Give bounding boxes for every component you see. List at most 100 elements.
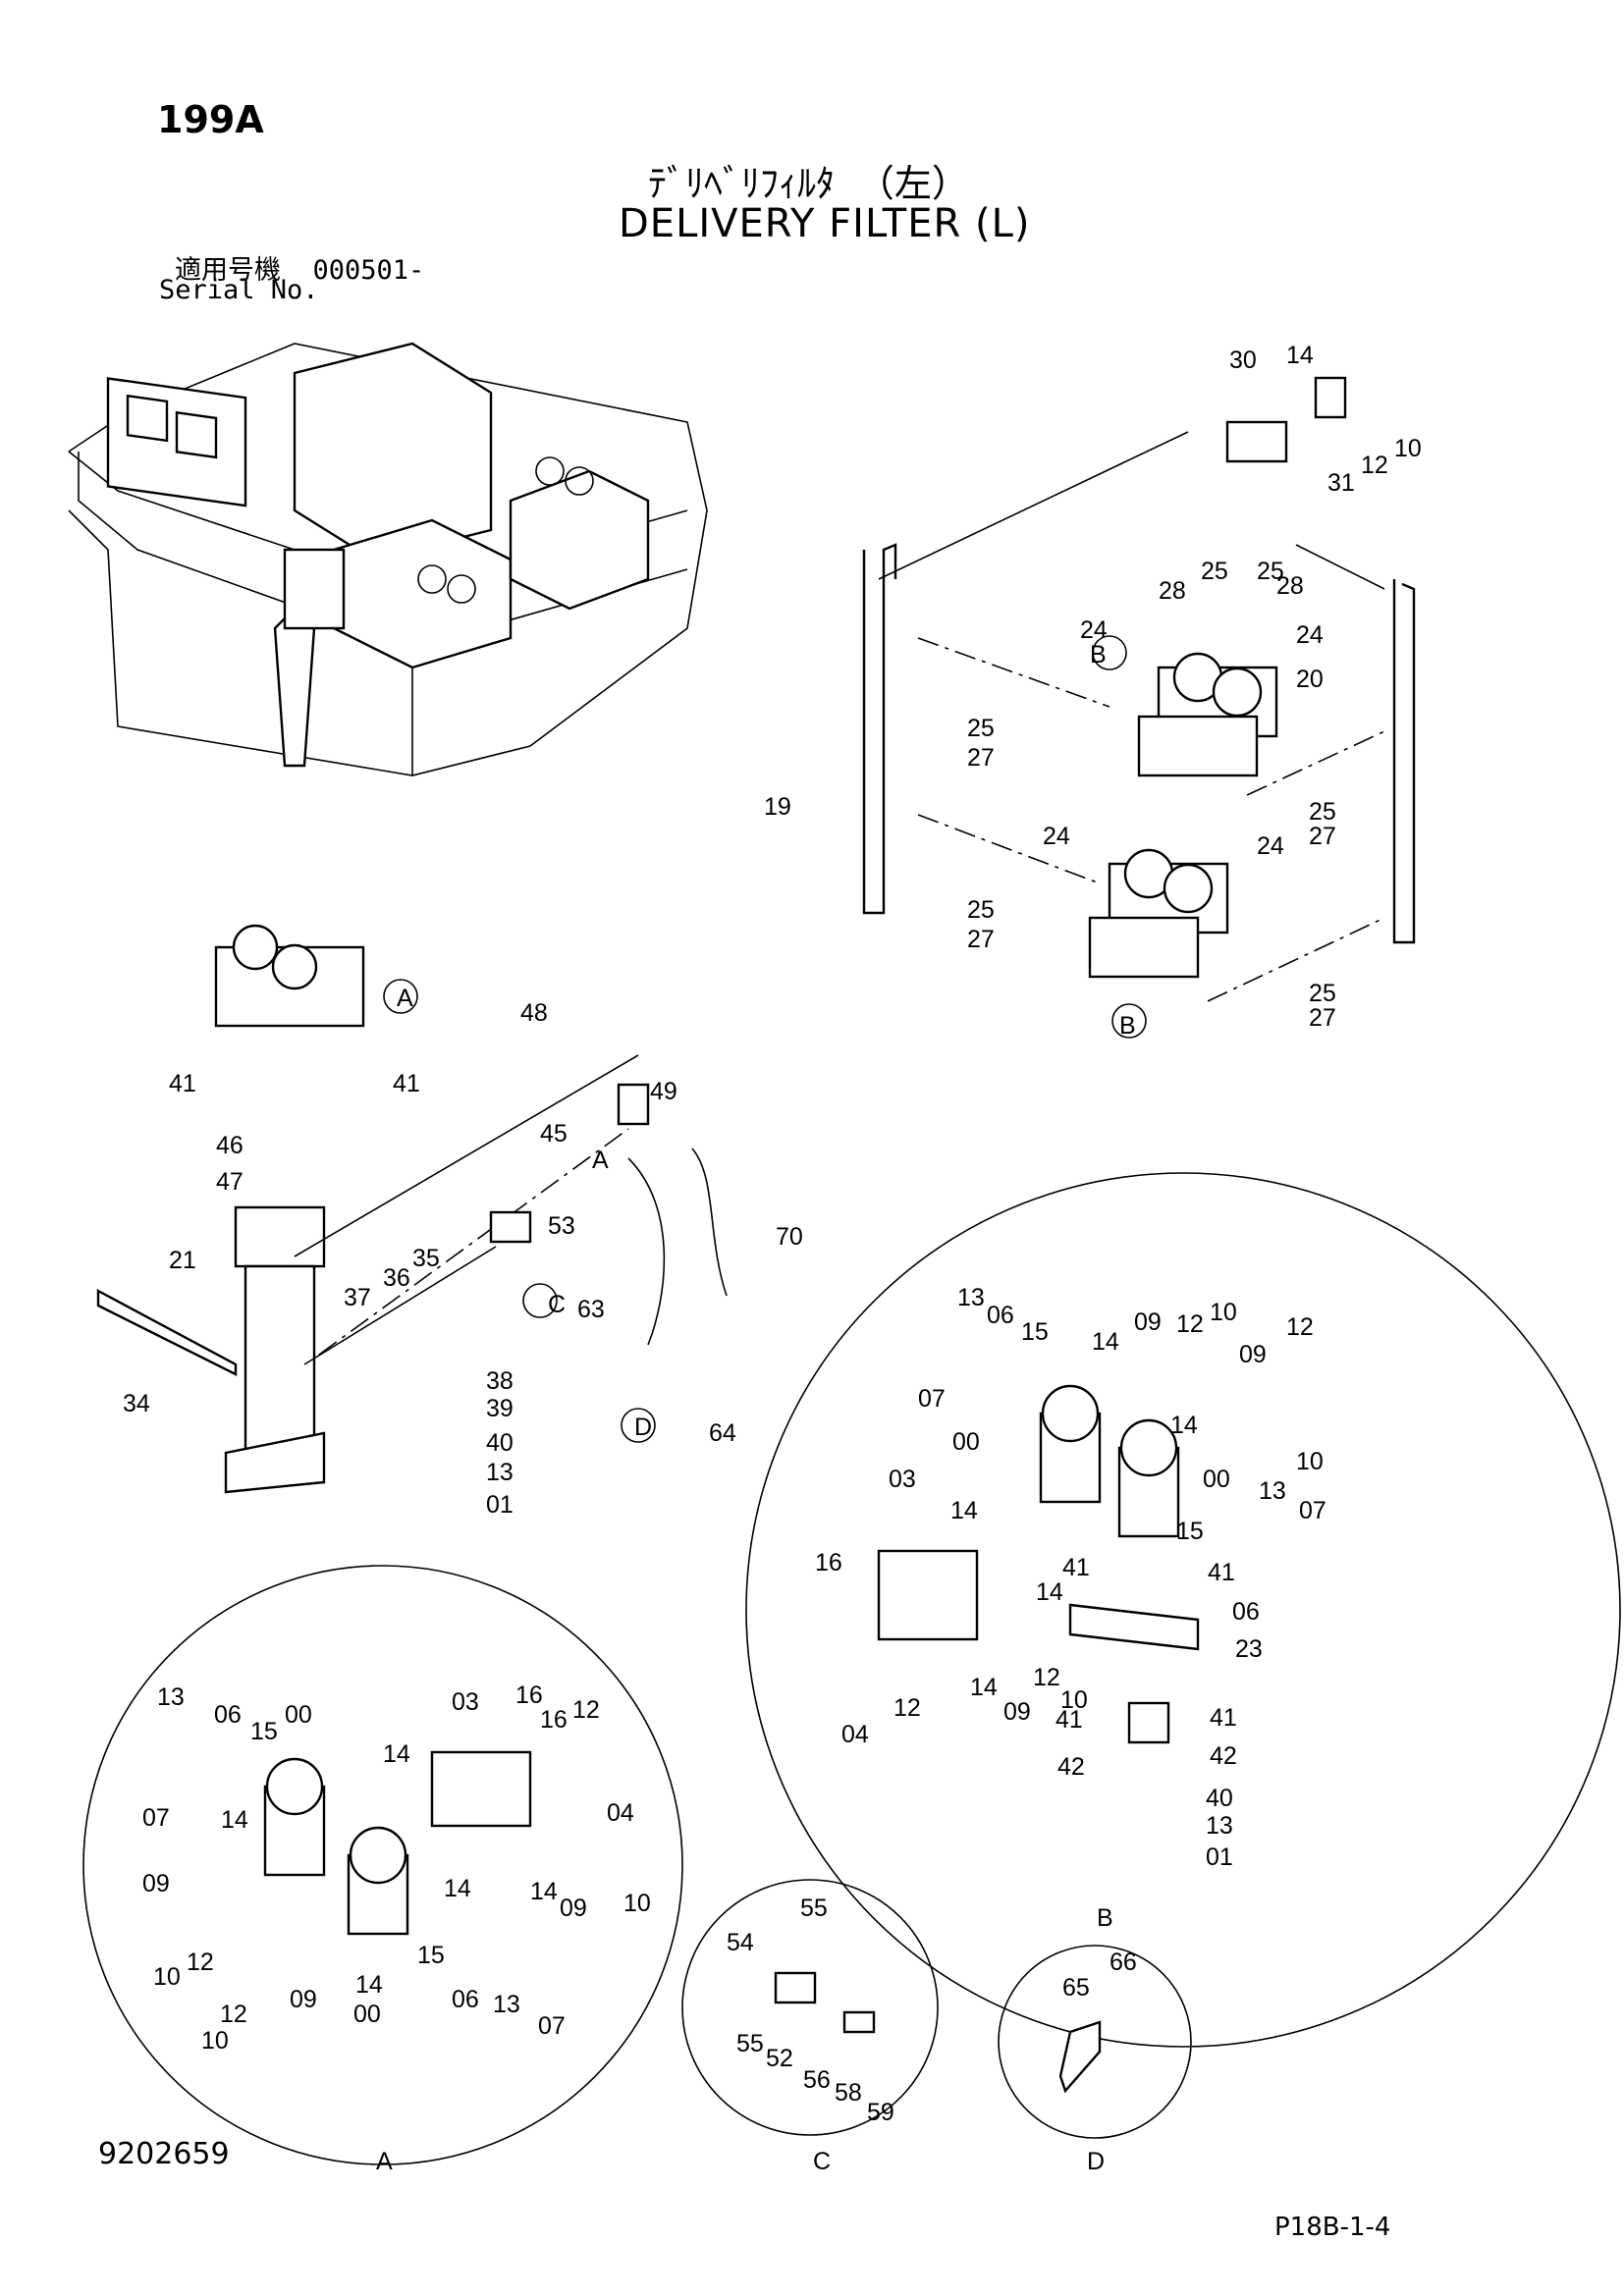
callout-detail-b-33: 42 [1057, 1753, 1085, 1781]
callout-detail-b-35: 40 [1206, 1785, 1233, 1812]
callout-detail-a-1: 06 [214, 1701, 242, 1729]
callout-detail-b-32: 41 [1210, 1704, 1237, 1732]
callout-top-right-18: 24 [1257, 832, 1284, 860]
callout-detail-a-15: 09 [560, 1895, 587, 1922]
callout-middle-left-10: 38 [486, 1367, 514, 1395]
callout-top-right-0: 30 [1229, 347, 1257, 374]
callout-detail-b-11: 14 [1170, 1412, 1198, 1439]
callout-detail-b-7: 10 [1210, 1299, 1237, 1326]
callout-detail-b-2: 15 [1021, 1318, 1049, 1346]
callout-detail-b-8: 09 [1239, 1341, 1267, 1368]
callout-middle-left-19: 53 [548, 1212, 575, 1240]
detail-a-circle [82, 1565, 683, 2165]
callout-top-right-6: 25 [1201, 558, 1228, 585]
callout-detail-c-0: 55 [800, 1895, 828, 1922]
callout-middle-left-13: 13 [486, 1459, 514, 1486]
detail-label-a: A [376, 2148, 393, 2175]
page-number: 199A [157, 98, 264, 141]
callout-detail-a-8: 07 [142, 1804, 170, 1832]
callout-detail-b-13: 00 [1203, 1466, 1230, 1493]
callout-detail-a-6: 16 [540, 1706, 568, 1734]
serial-label-jp: 適用号機 000501- [175, 248, 424, 287]
callout-detail-b-21: 41 [1208, 1559, 1235, 1586]
detail-b-drawing [877, 1384, 1200, 1744]
callout-detail-a-4: 03 [452, 1688, 479, 1716]
callout-middle-left-2: 41 [393, 1070, 420, 1097]
callout-top-right-1: 14 [1286, 342, 1314, 369]
callout-detail-a-24: 14 [355, 1971, 383, 1999]
callout-middle-left-23: D [634, 1414, 652, 1441]
callout-detail-c-2: 55 [736, 2030, 764, 2057]
title-japanese: ﾃﾞﾘﾍﾞﾘﾌｨﾙﾀ （左） [648, 162, 969, 205]
callout-detail-b-6: 12 [1176, 1310, 1204, 1338]
callout-detail-b-34: 42 [1210, 1742, 1237, 1770]
detail-d-drawing [1058, 2020, 1102, 2094]
callout-detail-a-16: 10 [623, 1890, 651, 1917]
callout-detail-b-27: 10 [1060, 1686, 1088, 1714]
callout-detail-b-16: 03 [889, 1466, 916, 1493]
detail-a-drawing [263, 1750, 532, 1936]
callout-detail-b-31: 41 [1056, 1706, 1083, 1734]
callout-middle-left-3: 46 [216, 1132, 244, 1159]
page-reference: P18B-1-4 [1274, 2213, 1391, 2242]
callout-detail-a-17: 10 [153, 1963, 181, 1991]
callout-middle-left-22: C [548, 1291, 566, 1318]
detail-c-drawing [774, 1971, 876, 2034]
callout-detail-a-27: 10 [201, 2027, 229, 2055]
detail-d-circle [998, 1945, 1192, 2139]
callout-top-right-4: 10 [1394, 435, 1422, 462]
callout-detail-a-12: 09 [142, 1870, 170, 1897]
callout-detail-b-36: 13 [1206, 1812, 1233, 1840]
callout-detail-b-25: 14 [970, 1674, 998, 1701]
callout-detail-b-5: 09 [1134, 1308, 1162, 1336]
callout-top-right-13: 25 [967, 715, 995, 742]
callout-middle-left-0: A [397, 985, 413, 1012]
callout-detail-a-0: 13 [157, 1683, 185, 1711]
callout-detail-a-26: 07 [538, 2012, 566, 2040]
callout-detail-a-5: 16 [515, 1682, 543, 1709]
callout-middle-left-8: 35 [412, 1245, 440, 1272]
callout-top-right-7: 25 [1257, 558, 1284, 585]
callout-detail-b-29: 12 [893, 1694, 921, 1722]
mid-assembly-drawing [96, 924, 728, 1494]
callout-detail-a-13: 14 [444, 1875, 471, 1902]
callout-top-right-22: 27 [1309, 1004, 1336, 1032]
callout-detail-b-15: 07 [1299, 1497, 1326, 1524]
callout-middle-left-1: 41 [169, 1070, 196, 1097]
callout-detail-a-25: 00 [353, 2001, 381, 2028]
callout-detail-b-10: 00 [952, 1428, 980, 1456]
callout-detail-b-22: 06 [1232, 1598, 1260, 1626]
callout-detail-b-23: 14 [1036, 1578, 1063, 1606]
callout-detail-a-9: 14 [383, 1740, 410, 1768]
callout-top-right-8: 28 [1276, 572, 1304, 600]
callout-detail-a-11: 04 [607, 1799, 634, 1827]
detail-c-circle [681, 1879, 939, 2136]
callout-detail-d-1: 66 [1110, 1949, 1137, 1976]
callout-detail-a-10: 14 [221, 1806, 248, 1834]
callout-detail-c-4: 56 [803, 2066, 831, 2094]
callout-detail-a-2: 15 [250, 1718, 278, 1745]
callout-top-right-14: 27 [967, 744, 995, 772]
callout-middle-left-11: 39 [486, 1395, 514, 1422]
callout-detail-b-26: 12 [1033, 1664, 1060, 1691]
callout-middle-left-15: 48 [520, 999, 548, 1027]
callout-detail-a-20: 06 [452, 1986, 479, 2013]
callout-detail-b-28: 04 [841, 1721, 869, 1748]
callout-top-right-9: 24 [1080, 616, 1108, 644]
callout-top-right-24: B [1119, 1012, 1136, 1040]
detail-b-circle [745, 1172, 1621, 2048]
callout-detail-c-6: 59 [867, 2099, 894, 2126]
callout-top-right-12: 19 [764, 793, 791, 821]
callout-detail-b-24: 23 [1235, 1635, 1263, 1663]
serial-label-jp-text: 適用号機 [175, 255, 281, 286]
document-number: 9202659 [98, 2137, 230, 2171]
callout-detail-a-21: 13 [493, 1991, 520, 2018]
callout-middle-left-4: 47 [216, 1168, 244, 1196]
callout-middle-left-9: 34 [123, 1390, 150, 1417]
callout-detail-b-30: 09 [1003, 1698, 1031, 1726]
callout-top-right-23: B [1090, 641, 1107, 668]
callout-detail-b-12: 10 [1296, 1448, 1324, 1475]
callout-detail-d-0: 65 [1062, 1974, 1090, 2002]
